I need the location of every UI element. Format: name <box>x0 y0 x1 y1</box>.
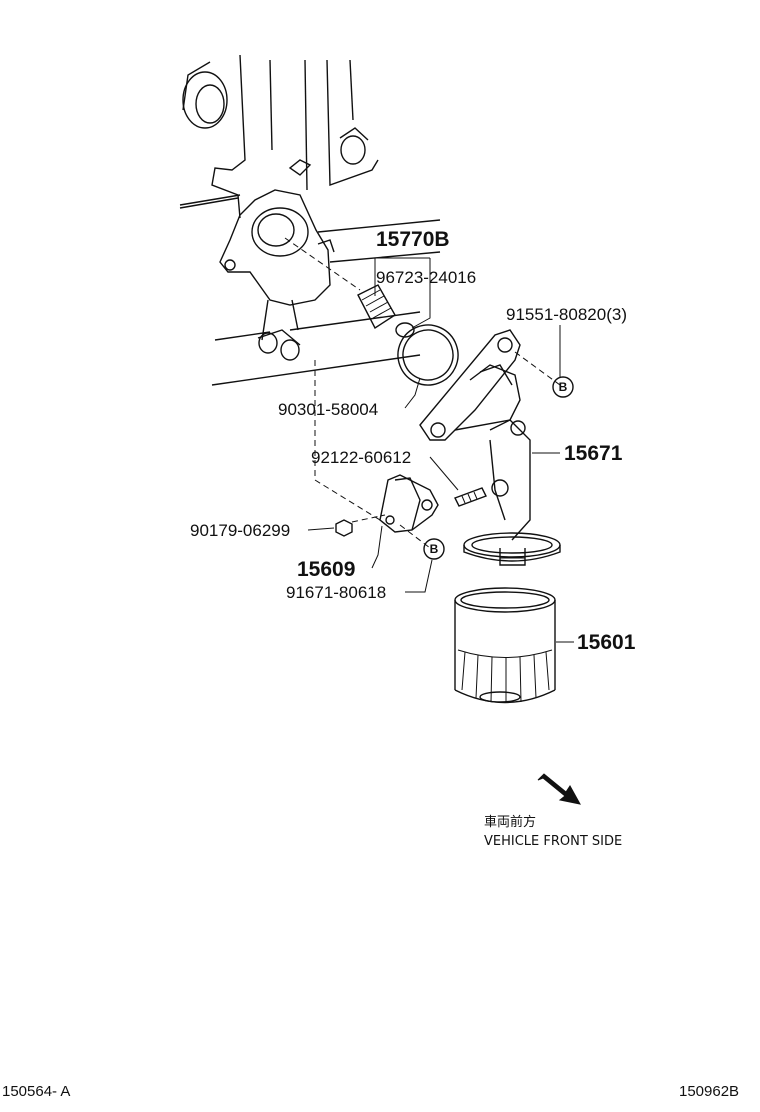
o-ring-drawing <box>397 324 459 386</box>
callout-15770b: 15770B <box>376 228 450 251</box>
stud-bolt-drawing <box>454 487 487 507</box>
callout-90301-58004: 90301-58004 <box>278 400 378 419</box>
diagram-code-left: 150564- A <box>2 1083 70 1100</box>
relief-valve-drawing <box>357 284 415 338</box>
badge-b-lower-label: B <box>430 542 439 556</box>
vehicle-front-arrow-icon <box>537 773 581 805</box>
callout-96723-24016: 96723-24016 <box>376 268 476 287</box>
vehicle-front-en: VEHICLE FRONT SIDE <box>484 834 622 849</box>
callout-91671-80618: 91671-80618 <box>286 583 386 602</box>
mount-bracket-drawing <box>379 474 439 533</box>
filter-bracket-drawing <box>419 329 561 566</box>
badge-b-upper-label: B <box>559 380 568 394</box>
badge-b-upper <box>552 376 574 398</box>
callout-91551-80820: 91551-80820(3) <box>506 305 627 324</box>
badge-b-lower <box>423 538 445 560</box>
callout-15671: 15671 <box>564 442 623 465</box>
callout-92122-60612: 92122-60612 <box>311 448 411 467</box>
callout-15601: 15601 <box>577 631 636 654</box>
vehicle-front-jp: 車両前方 <box>484 814 536 830</box>
nut-drawing <box>335 519 353 537</box>
callout-15609: 15609 <box>297 558 355 581</box>
engine-block-drawing <box>179 54 441 386</box>
oil-filter-drawing <box>454 587 556 704</box>
diagram-code-right: 150962B <box>679 1083 739 1100</box>
callout-90179-06299: 90179-06299 <box>190 521 290 540</box>
